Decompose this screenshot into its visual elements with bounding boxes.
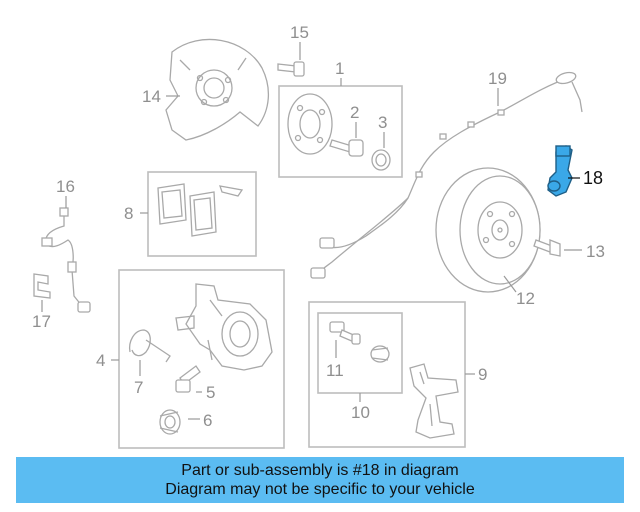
callout-2: 2 [350,103,359,122]
pin-boot-part [370,345,390,363]
brake-caliper-part [175,283,273,371]
abs-sensor-highlighted-part [547,145,573,197]
rotor-screw-part [533,239,561,257]
caliper-assembly-box [118,269,285,449]
callout-16: 16 [56,177,75,196]
callout-1: 1 [335,59,344,78]
hose-clip-part [33,273,51,299]
callout-6: 6 [203,411,212,430]
callout-5: 5 [206,383,215,402]
brake-rotor-part [435,167,541,293]
bolt-15-part [277,61,305,77]
callout-7: 7 [134,378,143,397]
callout-11: 11 [326,361,344,380]
banner-line-2: Diagram may not be specific to your vehi… [165,481,475,498]
banner-line-1: Part or sub-assembly is #18 in diagram [181,462,459,479]
callout-8: 8 [124,204,133,223]
hub-cap-part [371,149,391,171]
caliper-spring-part [128,329,171,363]
callout-3: 3 [378,113,387,132]
callout-17: 17 [32,312,51,331]
hub-bolt-part [329,139,364,157]
callout-14: 14 [142,87,161,106]
callout-12: 12 [516,289,535,308]
guide-bushing-part [159,409,181,435]
callout-18: 18 [583,168,603,188]
dust-shield-part [165,38,270,141]
callout-4: 4 [96,351,105,370]
callout-9: 9 [478,365,487,384]
guide-pin-part [329,321,361,345]
hub-bearing-part [287,93,333,155]
callout-10: 10 [351,403,370,422]
wiring-harness-part [310,71,583,279]
info-banner: Part or sub-assembly is #18 in diagram D… [16,457,624,503]
bleeder-screw-part [175,365,201,393]
brake-pads-part [157,183,244,237]
caliper-bracket-part [409,363,459,439]
pad-set-box [147,171,257,257]
callout-13: 13 [586,242,605,261]
brake-hose-part [41,207,91,313]
callout-19: 19 [488,69,507,88]
callout-15: 15 [290,23,309,42]
